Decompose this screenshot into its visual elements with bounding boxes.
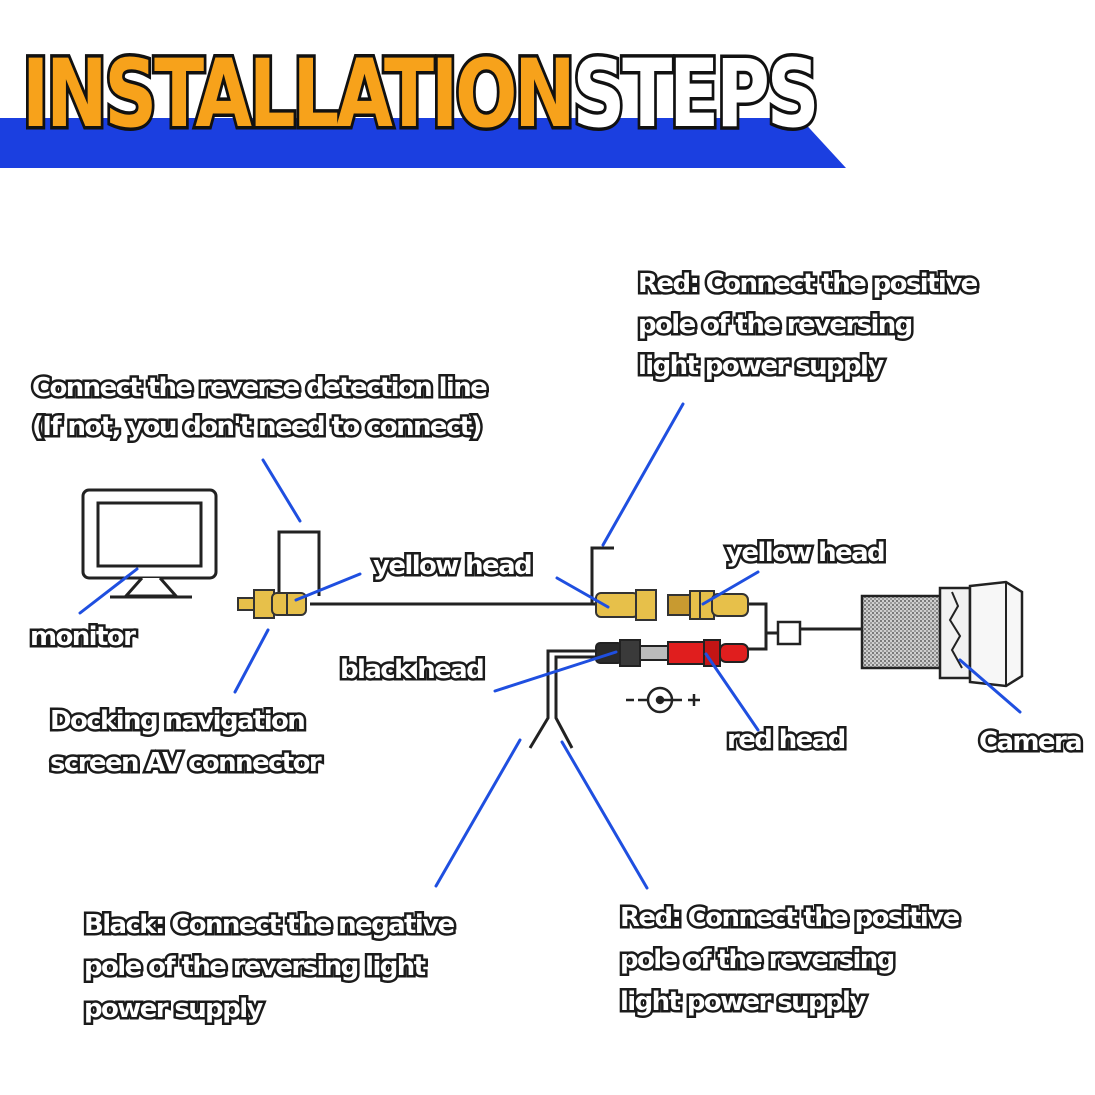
rca-plug-yellow — [237, 589, 307, 619]
label-yellow-head-right: yellow head — [723, 536, 888, 571]
label-docking-connector: Docking navigation screen AV connector — [47, 701, 324, 784]
monitor-icon — [81, 488, 218, 599]
label-black-bottom: Black: Connect the negative pole of the … — [82, 904, 458, 1030]
label-yellow-head-left: yellow head — [370, 549, 535, 584]
leader-lines — [78, 402, 1022, 890]
cable-lines — [277, 530, 862, 749]
banner-bar — [0, 118, 846, 168]
label-red-bottom-line-2: pole of the reversing — [618, 943, 898, 978]
title-part-installation: INSTALLATION — [19, 40, 578, 149]
rca-plug-yellow-middle — [595, 589, 749, 621]
rca-plug-black — [595, 639, 669, 667]
label-docking-line-1: Docking navigation — [47, 704, 308, 739]
page-title: INSTALLATIONSTEPS — [19, 44, 822, 145]
label-red-top: Red: Connect the positive pole of the re… — [636, 264, 981, 387]
rca-plug-red — [667, 639, 749, 667]
label-red-top-line-1: Red: Connect the positive — [636, 266, 981, 301]
label-docking-line-2: screen AV connector — [47, 745, 324, 780]
label-camera: Camera — [976, 725, 1085, 760]
label-reverse-detection-line-2: (If not, you don't need to connect) — [29, 410, 484, 445]
title-banner — [0, 118, 846, 168]
label-red-bottom-line-3: light power supply — [618, 985, 869, 1020]
label-black-bottom-line-2: pole of the reversing light — [82, 950, 429, 985]
label-red-bottom: Red: Connect the positive pole of the re… — [618, 897, 963, 1023]
splitter-junction — [776, 620, 802, 646]
label-red-top-line-3: light power supply — [636, 349, 887, 384]
label-monitor: monitor — [27, 620, 138, 655]
title-part-steps: STEPS — [570, 40, 822, 149]
label-red-bottom-line-1: Red: Connect the positive — [618, 900, 963, 935]
label-reverse-detection-line-1: Connect the reverse detection line — [29, 371, 490, 406]
label-black-bottom-line-3: power supply — [82, 992, 266, 1027]
label-red-head: red head — [725, 723, 849, 758]
label-reverse-detection: Connect the reverse detection line (If n… — [29, 369, 490, 447]
label-red-top-line-2: pole of the reversing — [636, 308, 916, 343]
camera-icon — [860, 580, 1024, 688]
label-black-head: black head — [337, 653, 487, 688]
label-black-bottom-line-1: Black: Connect the negative — [82, 907, 458, 942]
dc-power-symbol — [626, 686, 700, 714]
